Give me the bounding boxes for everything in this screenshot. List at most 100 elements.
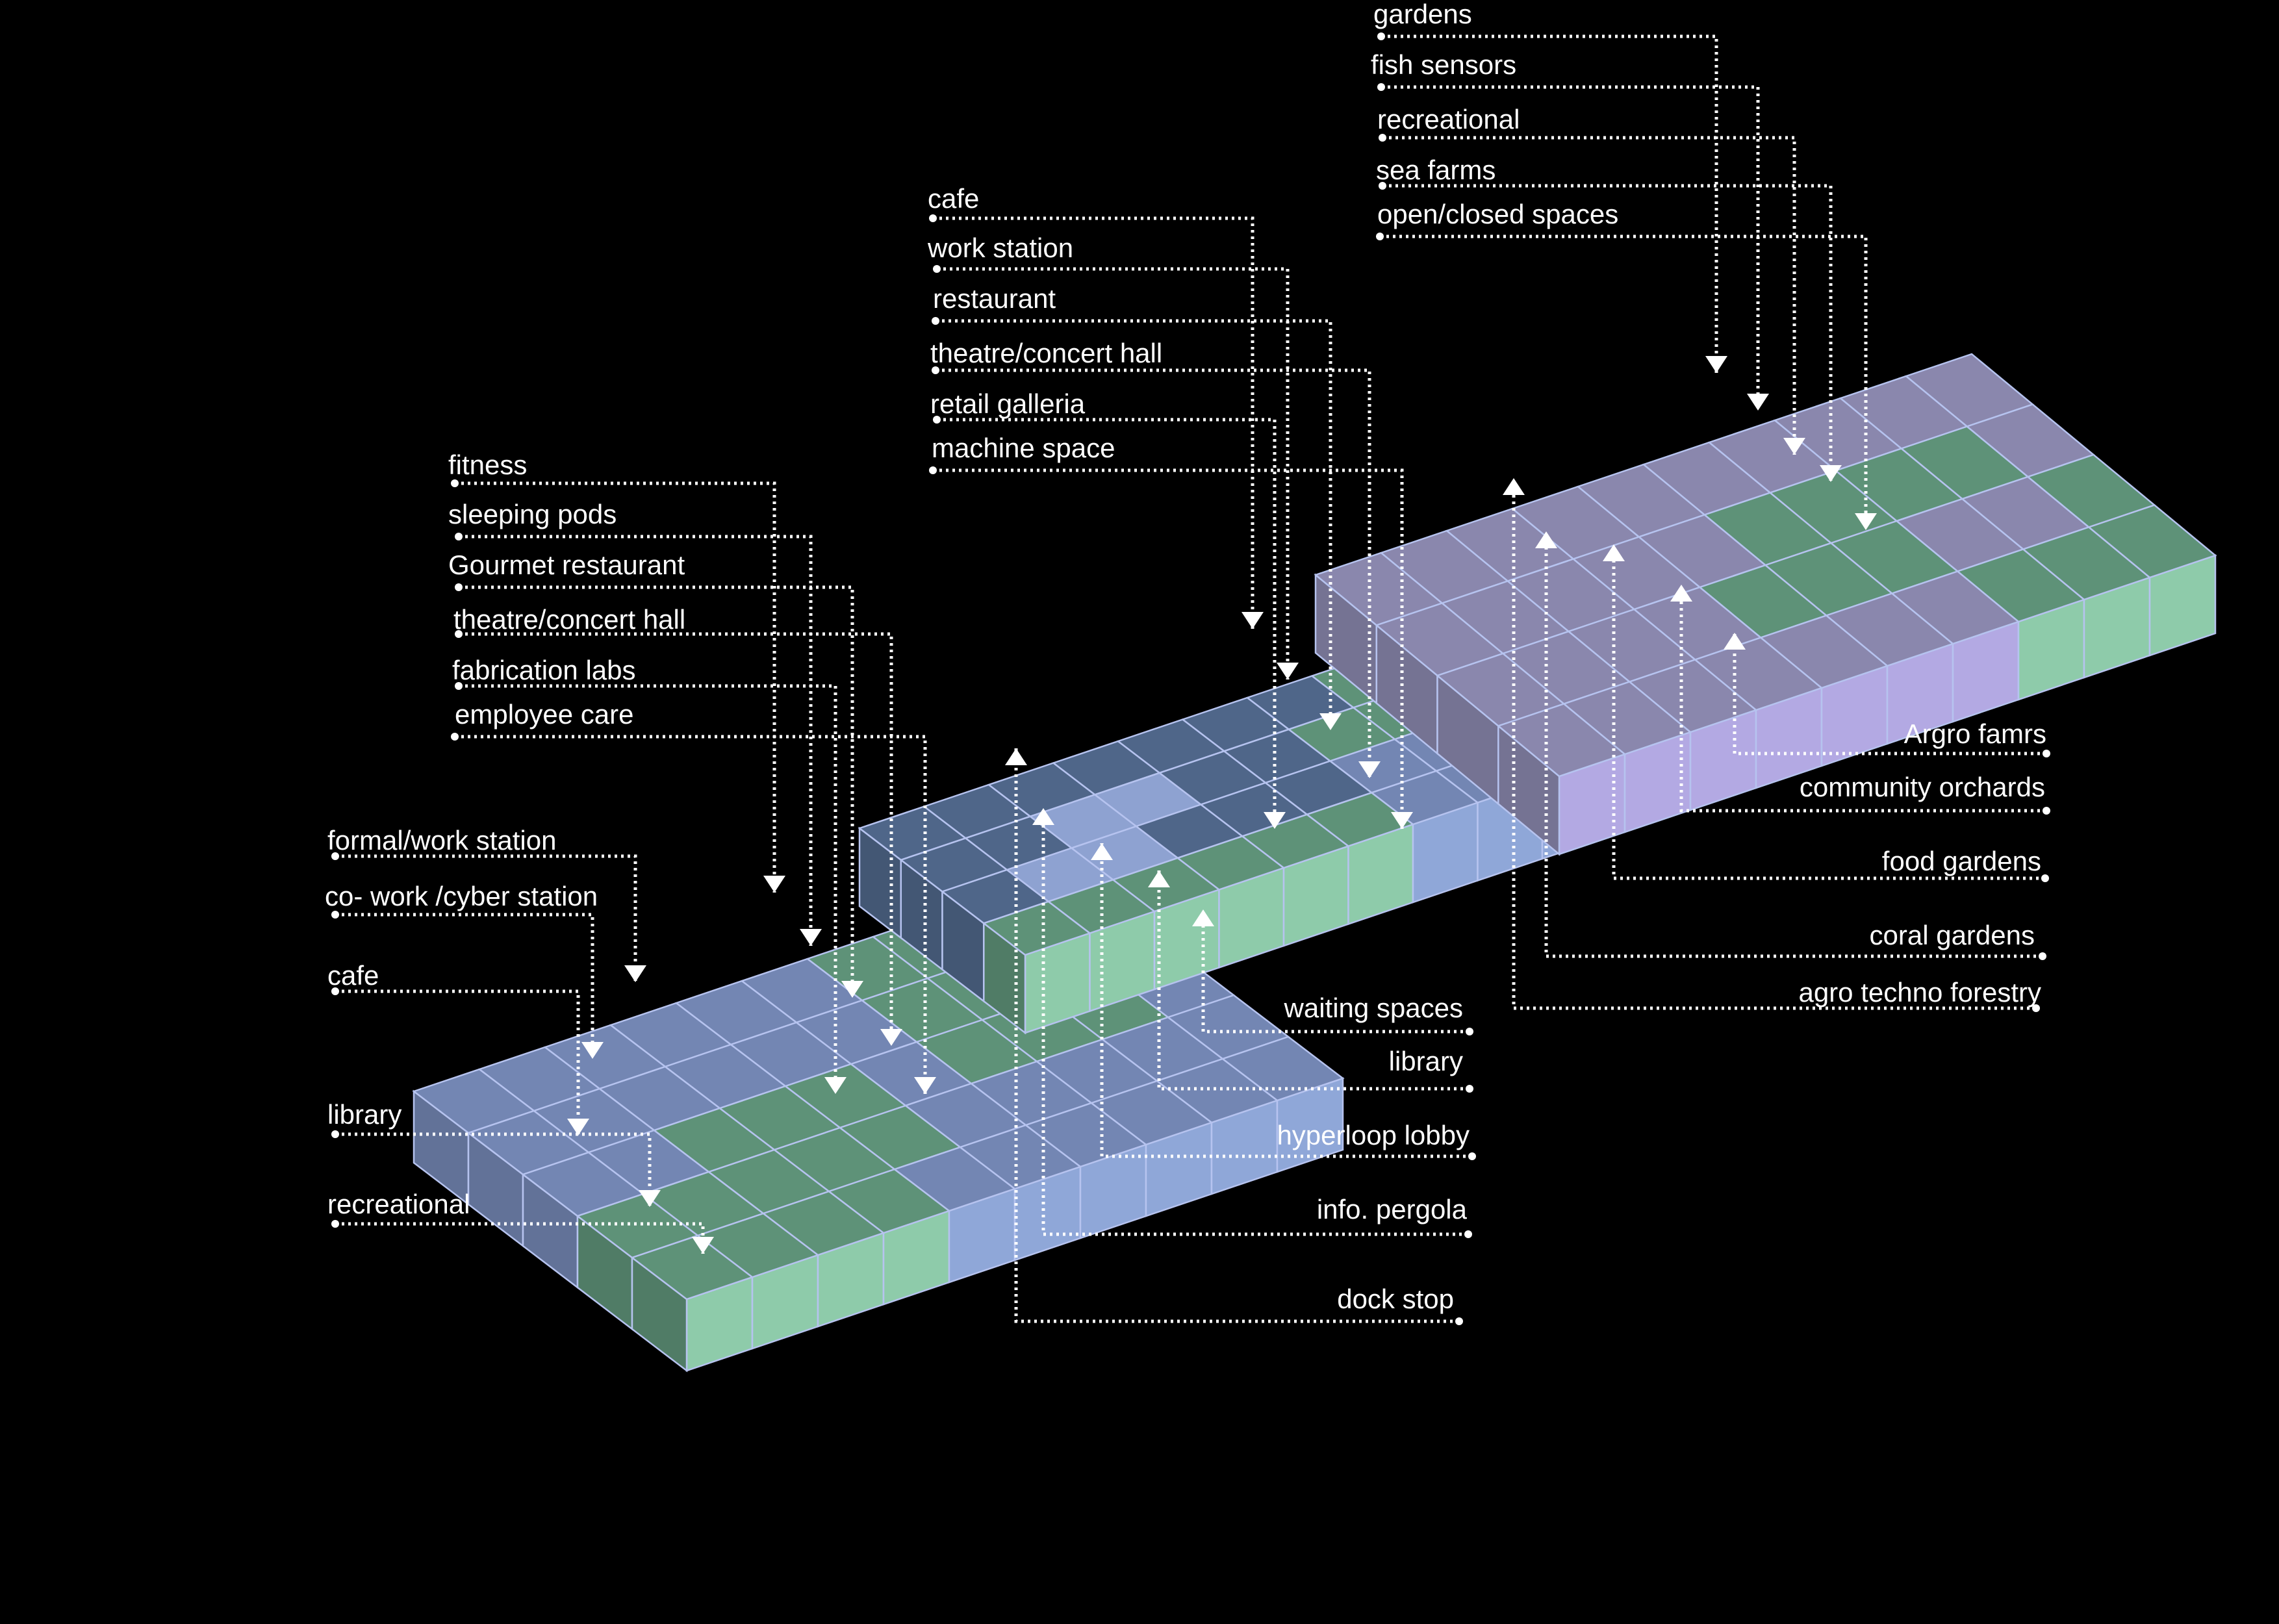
leader-theatre-concert-hall-line	[459, 632, 893, 1046]
leader-cafe-arrow-icon	[567, 1119, 589, 1136]
leader-recreational-arrow-icon	[692, 1237, 714, 1254]
leader-sleeping-pods-dot	[455, 533, 463, 540]
leader-library-dot	[331, 1130, 339, 1138]
right-module-side-labels: Argro famrs community orchards food gard…	[1798, 718, 2046, 1008]
leader-right-sea-farms-arrow-icon	[1820, 465, 1842, 482]
leader-mid-theatre-concert-hall-arrow-icon	[1358, 761, 1381, 778]
leader-theatre-concert-hall-dot	[455, 630, 463, 638]
leader-mid-machine-space-arrow-icon	[1391, 812, 1413, 829]
label-restaurant: restaurant	[933, 283, 1056, 314]
leader-right-recreational-arrow-icon	[1783, 438, 1805, 455]
leader-mid-cafe-line	[933, 216, 1254, 629]
label-library: library	[1389, 1046, 1463, 1076]
leader-co-work-cyber-station-dot	[331, 911, 339, 919]
leader-right-community-orchards-line	[1679, 585, 2046, 813]
leader-sleeping-pods-line	[459, 535, 813, 946]
leader-recreational-dot	[331, 1220, 339, 1228]
leader-right-agro-techno-forestry-arrow-icon	[1503, 478, 1525, 495]
leader-employee-care-arrow-icon	[914, 1077, 936, 1094]
leader-co-work-cyber-station-arrow-icon	[581, 1042, 604, 1059]
label-employee-care: employee care	[455, 699, 633, 730]
label-cafe: cafe	[928, 183, 979, 214]
leader-gourmet-restaurant-line	[459, 585, 854, 998]
label-recreational: recreational	[327, 1189, 470, 1219]
leader-cafe-line	[335, 989, 580, 1136]
leader-mid-hyperloop-lobby-line	[1100, 843, 1472, 1158]
label-fabrication-labs: fabrication labs	[452, 655, 636, 685]
leader-employee-care-dot	[451, 733, 459, 741]
leader-right-argro-famrs-dot	[2043, 750, 2050, 757]
block-top-cell	[2087, 504, 2217, 579]
leader-co-work-cyber-station-line	[335, 913, 594, 1059]
leader-mid-waiting-spaces-arrow-icon	[1192, 909, 1214, 926]
leader-mid-theatre-concert-hall-line	[936, 368, 1371, 778]
leader-mid-waiting-spaces-line	[1201, 909, 1470, 1034]
leader-library-arrow-icon	[639, 1190, 661, 1207]
leader-mid-library-arrow-icon	[1148, 870, 1170, 887]
leader-right-argro-famrs-line	[1733, 633, 2046, 755]
leader-formal-work-station-dot	[331, 852, 339, 860]
label-hyperloop-lobby: hyperloop lobby	[1277, 1120, 1470, 1150]
leader-right-community-orchards-dot	[2043, 807, 2050, 815]
leader-library-line	[335, 1132, 652, 1207]
leader-right-sea-farms-dot	[1379, 182, 1386, 190]
label-gourmet-restaurant: Gourmet restaurant	[448, 550, 685, 580]
leader-cafe-dot	[331, 987, 339, 995]
label-cafe: cafe	[327, 960, 379, 991]
label-sleeping-pods: sleeping pods	[448, 499, 617, 529]
leader-lines	[331, 32, 2050, 1325]
leader-mid-restaurant-arrow-icon	[1319, 713, 1342, 730]
leader-sleeping-pods-arrow-icon	[800, 929, 822, 946]
leader-right-fish-sensors-line	[1381, 85, 1760, 411]
leader-theatre-concert-hall-arrow-icon	[880, 1029, 902, 1046]
leader-right-gardens-dot	[1377, 32, 1385, 40]
label-retail-galleria: retail galleria	[930, 388, 1086, 419]
leader-right-coral-gardens-dot	[2039, 952, 2046, 960]
leader-right-community-orchards-arrow-icon	[1670, 585, 1692, 602]
right-module-top-labels: gardens fish sensors recreational sea fa…	[1371, 0, 1618, 229]
leader-right-sea-farms-line	[1382, 184, 1833, 482]
leader-mid-work-station-dot	[933, 265, 941, 273]
leader-mid-retail-galleria-line	[937, 418, 1277, 829]
label-fish-sensors: fish sensors	[1371, 49, 1516, 80]
label-theatre-concert-hall: theatre/concert hall	[930, 338, 1162, 368]
label-formal-work-station: formal/work station	[327, 825, 556, 856]
leader-mid-info-pergola-arrow-icon	[1032, 808, 1054, 825]
leader-gourmet-restaurant-arrow-icon	[841, 981, 863, 998]
label-recreational: recreational	[1377, 104, 1520, 134]
leader-fabrication-labs-arrow-icon	[824, 1077, 847, 1094]
leader-mid-dock-stop-arrow-icon	[1005, 748, 1027, 765]
leader-fabrication-labs-dot	[455, 682, 463, 690]
leader-mid-library-line	[1157, 870, 1470, 1091]
label-open-closed-spaces: open/closed spaces	[1377, 199, 1618, 229]
label-machine-space: machine space	[932, 433, 1115, 463]
leader-right-food-gardens-arrow-icon	[1603, 544, 1625, 561]
leader-mid-dock-stop-dot	[1455, 1317, 1463, 1325]
leader-right-food-gardens-line	[1612, 544, 2045, 880]
label-dock-stop: dock stop	[1337, 1284, 1454, 1314]
label-sea-farms: sea farms	[1376, 155, 1496, 185]
leader-right-recreational-dot	[1379, 134, 1386, 142]
leader-right-coral-gardens-line	[1544, 531, 2043, 958]
leader-mid-machine-space-line	[933, 468, 1404, 829]
leader-mid-theatre-concert-hall-dot	[932, 366, 939, 374]
leader-mid-restaurant-dot	[932, 317, 939, 325]
leader-right-argro-famrs-arrow-icon	[1724, 633, 1746, 650]
leader-fitness-line	[455, 481, 776, 893]
leader-mid-hyperloop-lobby-arrow-icon	[1091, 843, 1113, 860]
leader-mid-retail-galleria-dot	[933, 416, 941, 424]
label-theatre-concert-hall: theatre/concert hall	[453, 604, 685, 635]
label-waiting-spaces: waiting spaces	[1284, 993, 1463, 1023]
label-gardens: gardens	[1373, 0, 1472, 29]
label-co-work-cyber-station: co- work /cyber station	[325, 881, 598, 911]
leader-mid-work-station-line	[937, 267, 1290, 679]
label-info-pergola: info. pergola	[1317, 1194, 1468, 1224]
label-coral-gardens: coral gardens	[1870, 920, 2035, 950]
label-fitness: fitness	[448, 450, 527, 480]
leader-mid-info-pergola-dot	[1464, 1230, 1472, 1238]
leader-right-open-closed-spaces-dot	[1376, 233, 1384, 240]
leader-formal-work-station-line	[335, 854, 637, 982]
leader-gourmet-restaurant-dot	[455, 583, 463, 591]
leader-right-agro-techno-forestry-dot	[2032, 1004, 2040, 1012]
leader-right-fish-sensors-arrow-icon	[1747, 394, 1769, 411]
